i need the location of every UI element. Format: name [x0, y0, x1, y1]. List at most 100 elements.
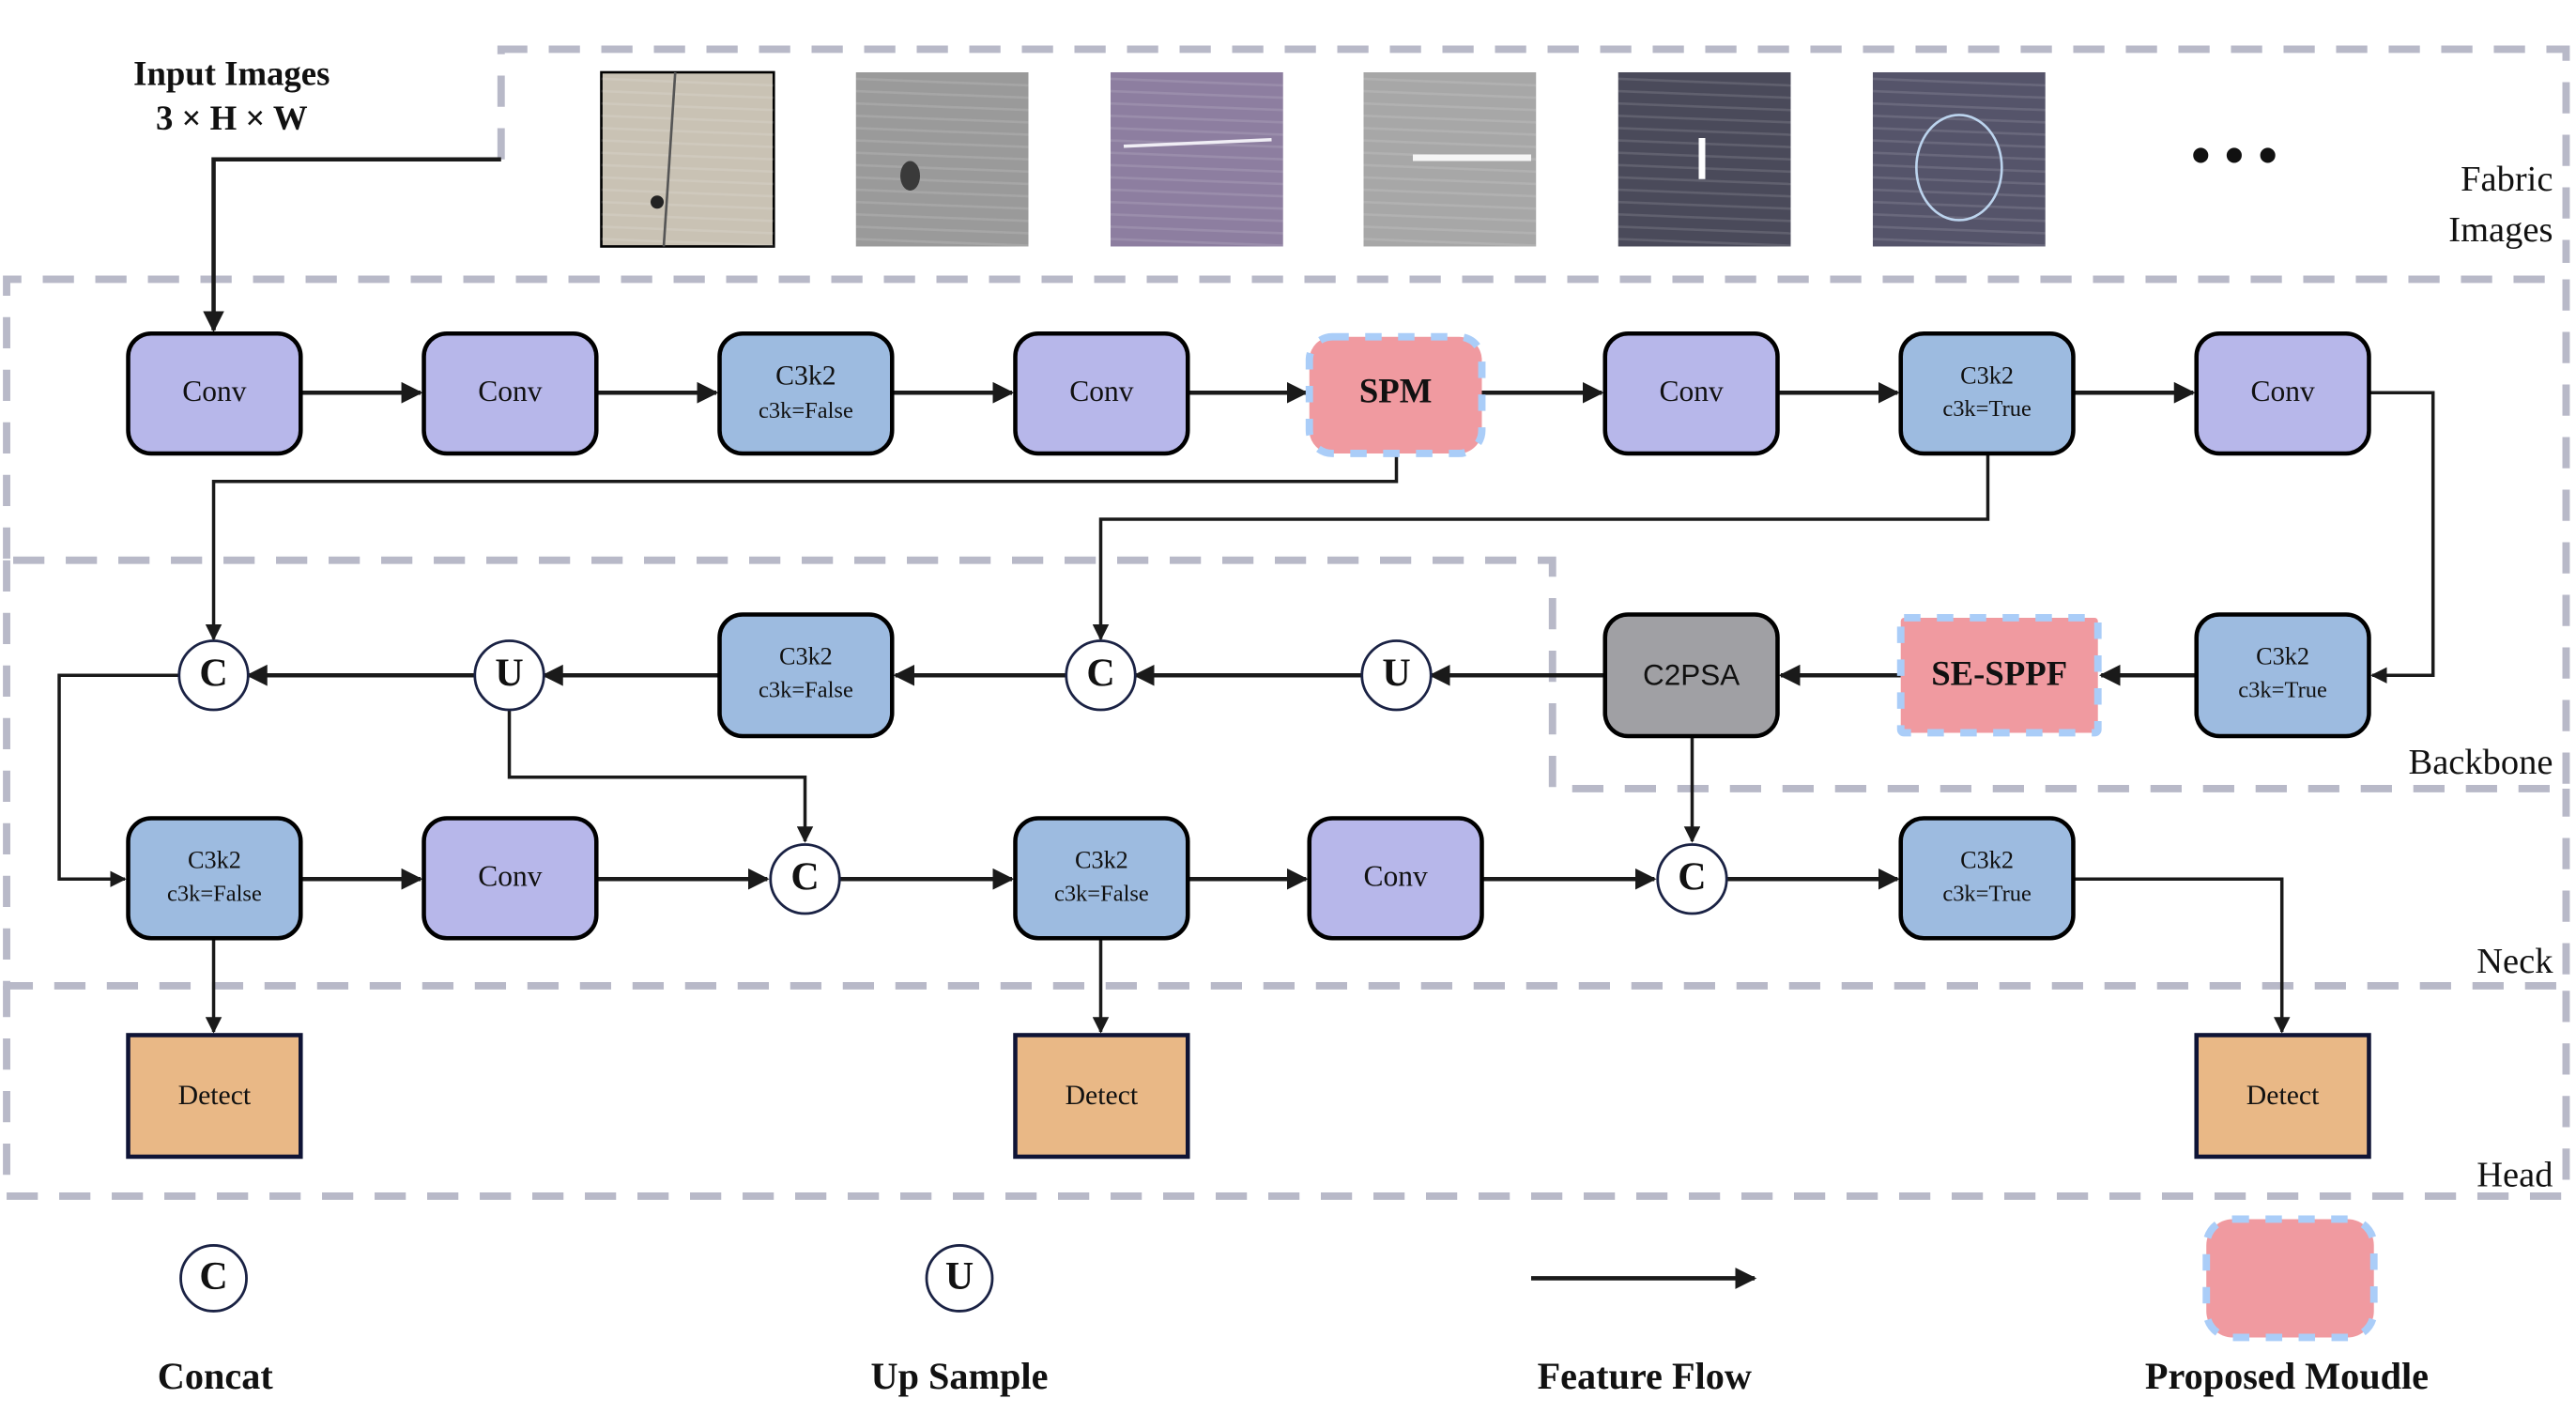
legend-concat: C Concat: [158, 1244, 274, 1397]
svg-text:Detect: Detect: [2246, 1080, 2320, 1111]
svg-text:c3k=True: c3k=True: [2238, 677, 2327, 702]
fabric-ellipsis: • • •: [2191, 124, 2277, 186]
svg-text:C3k2: C3k2: [775, 360, 836, 391]
detect-block-2[interactable]: Detect: [1013, 1033, 1190, 1160]
se-sppf-block[interactable]: SE-SPPF: [1896, 614, 2102, 737]
conv-block-neck-2[interactable]: Conv: [1307, 816, 1484, 941]
c3k2-block-neck-up[interactable]: C3k2 c3k=False: [717, 612, 895, 739]
svg-text:Conv: Conv: [478, 375, 542, 407]
conv-block-neck-1[interactable]: Conv: [422, 816, 599, 941]
c2psa-block[interactable]: C2PSA: [1602, 612, 1780, 739]
defect-mark: [1412, 154, 1531, 161]
svg-text:C: C: [1678, 856, 1706, 899]
neck-label: Neck: [2476, 942, 2553, 981]
svg-text:U: U: [945, 1255, 974, 1299]
neck-row: C3k2 c3k=False Conv C C3k2 c3k=False Con…: [126, 816, 2076, 941]
spm-block[interactable]: SPM: [1305, 332, 1486, 457]
svg-text:C2PSA: C2PSA: [1643, 657, 1740, 691]
conv-block-2[interactable]: Conv: [422, 330, 599, 456]
svg-text:Detect: Detect: [1066, 1080, 1139, 1111]
middle-row: C U C3k2 c3k=False C U C2PSA SE-SPPF: [177, 612, 2371, 739]
svg-text:c3k=True: c3k=True: [1942, 396, 2032, 422]
legend-feature-flow: Feature Flow: [1530, 1268, 1757, 1397]
svg-text:Conv: Conv: [1364, 859, 1428, 892]
upsample-node-2[interactable]: U: [1360, 639, 1433, 712]
conv-block-1[interactable]: Conv: [126, 330, 303, 456]
svg-text:C3k2: C3k2: [188, 847, 241, 874]
fabric-images-section: [497, 45, 2570, 263]
svg-text:C3k2: C3k2: [1960, 847, 2014, 874]
feature-flows: [57, 381, 2435, 1034]
concat-node-1[interactable]: C: [177, 639, 250, 712]
svg-text:c3k=False: c3k=False: [1054, 881, 1149, 906]
legend-proposed-label: Proposed Moudle: [2145, 1355, 2429, 1397]
svg-text:Conv: Conv: [2250, 375, 2314, 407]
concat-node-4[interactable]: C: [1656, 843, 1728, 915]
fabric-image-denim-fabric-line: [1618, 71, 1791, 247]
head-label: Head: [2476, 1155, 2553, 1194]
fabric-images-label-line1: Fabric: [2461, 160, 2553, 199]
legend-proposed: Proposed Moudle: [2145, 1215, 2429, 1397]
conv-block-4[interactable]: Conv: [1602, 330, 1780, 456]
svg-text:c3k=False: c3k=False: [167, 881, 262, 906]
legend-feature-flow-label: Feature Flow: [1538, 1355, 1752, 1397]
c3k2-block-backbone-1[interactable]: C3k2 c3k=False: [717, 330, 895, 456]
c3k2-block-backbone-2[interactable]: C3k2 c3k=True: [1898, 330, 2076, 456]
legend-concat-label: Concat: [158, 1355, 274, 1397]
svg-text:SE-SPPF: SE-SPPF: [1931, 653, 2067, 692]
svg-text:C: C: [199, 1255, 227, 1299]
svg-text:Conv: Conv: [478, 859, 542, 892]
svg-text:C3k2: C3k2: [779, 643, 833, 670]
concat-icon: [179, 1244, 248, 1313]
conv-block-5[interactable]: Conv: [2194, 330, 2371, 456]
legend-upsample-label: Up Sample: [871, 1355, 1049, 1397]
backbone-section: [3, 275, 2570, 792]
legend: C Concat U Up Sample Feature Flow Propos…: [158, 1215, 2429, 1397]
head-row: Detect Detect Detect: [126, 1033, 2371, 1160]
svg-text:C3k2: C3k2: [1960, 362, 2014, 390]
svg-text:c3k=True: c3k=True: [1942, 881, 2032, 906]
defect-mark: [1915, 114, 2003, 222]
defect-mark: [900, 161, 921, 191]
svg-text:C: C: [790, 856, 819, 899]
concat-node-3[interactable]: C: [769, 843, 841, 915]
svg-text:U: U: [1382, 653, 1410, 696]
input-flow-arrow: [203, 157, 501, 333]
detect-block-3[interactable]: Detect: [2194, 1033, 2371, 1160]
svg-text:C3k2: C3k2: [1075, 847, 1128, 874]
fabric-image-strip: [600, 70, 2046, 248]
fabric-image-purple-fabric-streak: [1110, 71, 1283, 247]
neck-section: [3, 560, 2570, 990]
svg-text:C: C: [1086, 653, 1114, 696]
concat-node-2[interactable]: C: [1065, 639, 1137, 712]
c3k2-block-neck-1[interactable]: C3k2 c3k=False: [126, 816, 303, 941]
backbone-label: Backbone: [2409, 743, 2553, 782]
svg-text:Conv: Conv: [1659, 375, 1723, 407]
defect-mark: [651, 195, 665, 209]
svg-text:C: C: [199, 653, 227, 696]
legend-upsample: U Up Sample: [871, 1244, 1049, 1397]
fabric-image-gray-fabric-line: [1363, 71, 1537, 247]
head-section: [3, 985, 2570, 1200]
section-borders: [3, 45, 2570, 1200]
input-shape: 3 × H × W: [156, 99, 308, 137]
svg-text:C3k2: C3k2: [2256, 643, 2309, 670]
c3k2-block-neck-3[interactable]: C3k2 c3k=True: [1898, 816, 2076, 941]
conv-block-3[interactable]: Conv: [1013, 330, 1190, 456]
c3k2-block-backbone-3[interactable]: C3k2 c3k=True: [2194, 612, 2371, 739]
fabric-image-beige-fabric-hole: [600, 70, 775, 248]
upsample-node-1[interactable]: U: [473, 639, 545, 712]
detect-block-1[interactable]: Detect: [126, 1033, 303, 1160]
fabric-images-label-line2: Images: [2448, 210, 2553, 250]
fabric-image-gray-fabric-stain: [855, 71, 1029, 247]
svg-text:U: U: [495, 653, 523, 696]
c3k2-block-neck-2[interactable]: C3k2 c3k=False: [1013, 816, 1190, 941]
upsample-icon: [925, 1244, 994, 1313]
defect-mark: [1698, 137, 1706, 179]
svg-text:SPM: SPM: [1359, 371, 1433, 409]
defect-mark: [1123, 137, 1272, 148]
fabric-image-denim-fabric-ring: [1872, 71, 2046, 247]
backbone-top-row: Conv Conv C3k2 c3k=False Conv SPM Conv C…: [126, 330, 2371, 457]
svg-text:c3k=False: c3k=False: [759, 677, 853, 702]
